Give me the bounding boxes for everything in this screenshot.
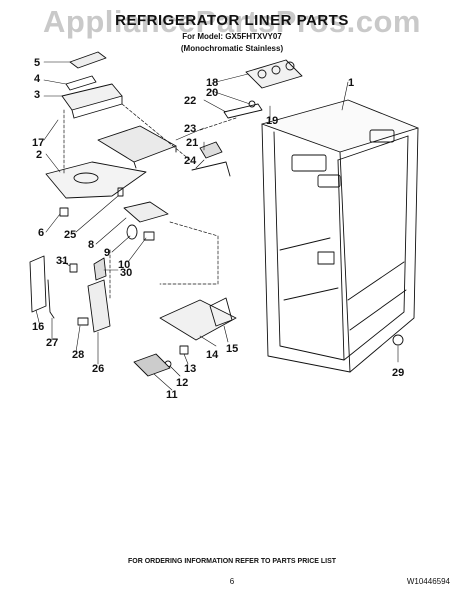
- part-10: [143, 231, 155, 241]
- callout-21: 21: [186, 137, 198, 149]
- part-9: [126, 224, 138, 240]
- part-31: [69, 263, 78, 273]
- callout-9: 9: [104, 247, 110, 259]
- part-23: [97, 125, 177, 169]
- part-13: [179, 345, 189, 355]
- callout-19: 19: [266, 115, 278, 127]
- part-29: [392, 334, 404, 346]
- callout-4: 4: [34, 73, 41, 85]
- part-16: [29, 255, 47, 313]
- part-6: [59, 207, 69, 217]
- callout-5: 5: [34, 57, 40, 69]
- part-2: [45, 161, 147, 199]
- document-number: W10446594: [406, 577, 450, 586]
- callout-28: 28: [72, 349, 84, 361]
- callout-16: 16: [32, 321, 44, 333]
- variant-line: (Monochromatic Stainless): [180, 44, 284, 53]
- part-5: [69, 51, 107, 69]
- ordering-info: FOR ORDERING INFORMATION REFER TO PARTS …: [127, 558, 337, 565]
- part-28: [77, 317, 89, 326]
- callout-1: 1: [348, 77, 354, 89]
- callout-14: 14: [206, 349, 219, 361]
- callout-8: 8: [88, 239, 94, 251]
- callout-27: 27: [46, 337, 58, 349]
- part-30: [93, 257, 107, 281]
- liner-box-part: [261, 99, 419, 373]
- callout-25: 25: [64, 229, 76, 241]
- callout-24: 24: [184, 155, 197, 167]
- part-21: [199, 141, 223, 159]
- part-15: [209, 297, 233, 327]
- callout-10: 10: [118, 259, 130, 271]
- callout-30: 30: [120, 267, 132, 279]
- callout-2: 2: [36, 149, 42, 161]
- callout-29: 29: [392, 367, 404, 379]
- callout-22: 22: [184, 95, 196, 107]
- page-title: REFRIGERATOR LINER PARTS: [115, 12, 349, 29]
- callout-18: 18: [206, 77, 218, 89]
- callout-11: 11: [166, 389, 178, 401]
- part-3: [61, 83, 123, 119]
- part-20: [248, 100, 256, 108]
- model-line: For Model: GX5FHTXVY07: [182, 32, 282, 41]
- part-24: [191, 161, 231, 177]
- callout-17: 17: [32, 137, 44, 149]
- callout-20: 20: [206, 87, 218, 99]
- page-number: 6: [229, 577, 235, 586]
- watermark: AppliancePartsPros.com: [43, 4, 421, 39]
- callout-12: 12: [176, 377, 188, 389]
- callout-6: 6: [38, 227, 44, 239]
- callout-13: 13: [184, 363, 196, 375]
- part-4: [65, 75, 97, 91]
- callout-26: 26: [92, 363, 104, 375]
- part-27: [47, 279, 55, 319]
- part-26: [87, 279, 111, 333]
- part-18: [245, 59, 303, 89]
- callout-3: 3: [34, 89, 40, 101]
- callout-23: 23: [184, 123, 196, 135]
- part-14: [159, 299, 237, 341]
- callout-31: 31: [56, 255, 68, 267]
- part-11: [133, 353, 171, 377]
- part-22: [223, 103, 263, 119]
- callout-15: 15: [226, 343, 238, 355]
- part-8: [123, 201, 169, 223]
- part-25: [117, 187, 124, 197]
